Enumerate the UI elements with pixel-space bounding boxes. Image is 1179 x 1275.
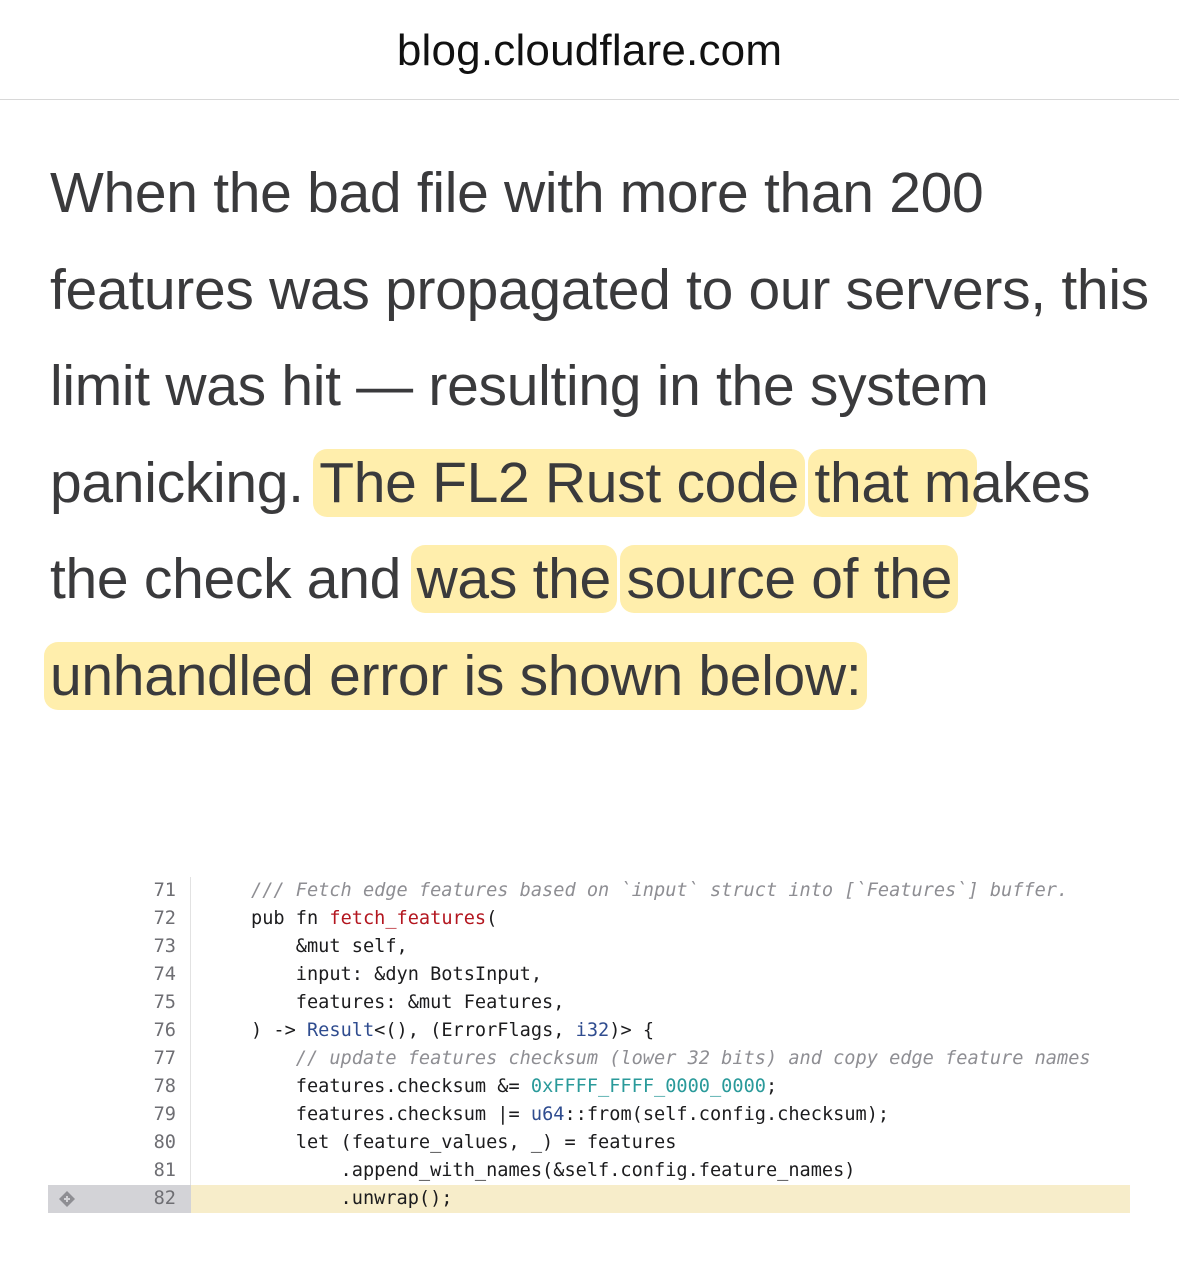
code-line: 71 /// Fetch edge features based on `inpu… xyxy=(48,877,1130,905)
code-line: 79 features.checksum |= u64::from(self.c… xyxy=(48,1101,1130,1129)
code-token-fn: fetch_features xyxy=(329,908,487,929)
code-text: features: &mut Features, xyxy=(191,989,1130,1017)
code-line: 82 .unwrap(); xyxy=(48,1185,1130,1213)
code-token-plain: ; xyxy=(765,1076,778,1097)
code-token-plain: <(), (ErrorFlags, xyxy=(374,1020,576,1041)
code-token-plain: ( xyxy=(486,908,498,929)
gutter-divider xyxy=(190,961,191,989)
gutter-divider xyxy=(190,933,191,961)
code-line: 81 .append_with_names(&self.config.featu… xyxy=(48,1157,1130,1185)
code-text: .append_with_names(&self.config.feature_… xyxy=(191,1157,1130,1185)
code-token-plain: let (feature_values, _) = features xyxy=(251,1132,677,1153)
address-bar[interactable]: blog.cloudflare.com xyxy=(0,0,1179,100)
code-text: let (feature_values, _) = features xyxy=(191,1129,1130,1157)
line-number: 82 xyxy=(153,1188,176,1209)
code-token-num: 0xFFFF_FFFF_0000_0000 xyxy=(530,1076,766,1097)
line-gutter[interactable]: 82 xyxy=(48,1185,190,1213)
line-number: 81 xyxy=(153,1160,176,1181)
code-token-type: u64 xyxy=(530,1104,565,1125)
code-token-com: // update features checksum (lower 32 bi… xyxy=(251,1048,1091,1069)
line-number: 72 xyxy=(153,908,176,929)
code-line: 72 pub fn fetch_features( xyxy=(48,905,1130,933)
code-text: // update features checksum (lower 32 bi… xyxy=(191,1045,1130,1073)
code-token-type: Result xyxy=(306,1020,375,1041)
code-token-plain: .append_with_names(&self.config.feature_… xyxy=(251,1160,856,1181)
code-text: input: &dyn BotsInput, xyxy=(191,961,1130,989)
highlight: was the xyxy=(410,545,617,613)
line-gutter[interactable]: 73 xyxy=(48,933,190,961)
line-gutter[interactable]: 78 xyxy=(48,1073,190,1101)
code-text: /// Fetch edge features based on `input`… xyxy=(191,877,1130,905)
line-number: 74 xyxy=(153,964,176,985)
line-gutter[interactable]: 72 xyxy=(48,905,190,933)
code-token-plain: features.checksum &= xyxy=(251,1076,531,1097)
code-line: 75 features: &mut Features, xyxy=(48,989,1130,1017)
gutter-divider xyxy=(190,1017,191,1045)
line-number: 79 xyxy=(153,1104,176,1125)
line-gutter[interactable]: 80 xyxy=(48,1129,190,1157)
line-number: 77 xyxy=(153,1048,176,1069)
line-gutter[interactable]: 74 xyxy=(48,961,190,989)
code-token-kw: pub fn xyxy=(251,908,330,929)
line-gutter[interactable]: 81 xyxy=(48,1157,190,1185)
code-text: &mut self, xyxy=(191,933,1130,961)
gutter-divider xyxy=(190,989,191,1017)
code-token-plain: &mut self, xyxy=(251,936,408,957)
code-line: 80 let (feature_values, _) = features xyxy=(48,1129,1130,1157)
code-line: 78 features.checksum &= 0xFFFF_FFFF_0000… xyxy=(48,1073,1130,1101)
code-text: features.checksum |= u64::from(self.conf… xyxy=(191,1101,1130,1129)
gutter-divider xyxy=(190,1185,191,1213)
code-text: pub fn fetch_features( xyxy=(191,905,1130,933)
code-token-plain: ) -> xyxy=(251,1020,307,1041)
gutter-divider xyxy=(190,1045,191,1073)
gutter-divider xyxy=(190,905,191,933)
line-gutter[interactable]: 71 xyxy=(48,877,190,905)
code-token-plain: features: &mut Features, xyxy=(251,992,565,1013)
code-token-type: i32 xyxy=(575,1020,610,1041)
code-token-plain: input: &dyn BotsInput, xyxy=(251,964,543,985)
line-gutter[interactable]: 75 xyxy=(48,989,190,1017)
line-number: 78 xyxy=(153,1076,176,1097)
code-text: ) -> Result<(), (ErrorFlags, i32)> { xyxy=(191,1017,1130,1045)
code-line: 74 input: &dyn BotsInput, xyxy=(48,961,1130,989)
code-token-plain: features.checksum |= xyxy=(251,1104,531,1125)
line-number: 80 xyxy=(153,1132,176,1153)
highlight: that m xyxy=(808,448,978,517)
gutter-divider xyxy=(190,877,191,905)
gutter-divider xyxy=(190,1157,191,1185)
paragraph-text: When the bad file with more than 200 fea… xyxy=(50,161,1149,515)
line-number: 73 xyxy=(153,936,176,957)
line-number: 76 xyxy=(153,1020,176,1041)
code-text: .unwrap(); xyxy=(191,1185,1130,1213)
gutter-divider xyxy=(190,1101,191,1129)
code-line: 76 ) -> Result<(), (ErrorFlags, i32)> { xyxy=(48,1017,1130,1045)
code-token-plain: .unwrap(); xyxy=(251,1188,453,1209)
url-text: blog.cloudflare.com xyxy=(396,25,783,75)
code-line: 77 // update features checksum (lower 32… xyxy=(48,1045,1130,1073)
code-token-com: /// Fetch edge features based on `input`… xyxy=(251,880,1069,901)
gutter-divider xyxy=(190,1129,191,1157)
line-gutter[interactable]: 77 xyxy=(48,1045,190,1073)
code-line: 73 &mut self, xyxy=(48,933,1130,961)
article-paragraph: When the bad file with more than 200 fea… xyxy=(44,145,1150,724)
code-token-plain: ::from(self.config.checksum); xyxy=(564,1104,890,1125)
breakpoint-icon[interactable] xyxy=(58,1190,76,1208)
line-gutter[interactable]: 79 xyxy=(48,1101,190,1129)
line-number: 75 xyxy=(153,992,176,1013)
code-text: features.checksum &= 0xFFFF_FFFF_0000_00… xyxy=(191,1073,1130,1101)
gutter-divider xyxy=(190,1073,191,1101)
highlight: The FL2 Rust code xyxy=(313,448,805,517)
code-token-plain: )> { xyxy=(609,1020,655,1041)
line-number: 71 xyxy=(153,880,176,901)
line-gutter[interactable]: 76 xyxy=(48,1017,190,1045)
paragraph-text: akes the check and xyxy=(50,450,1091,612)
code-block: 71 /// Fetch edge features based on `inpu… xyxy=(48,877,1130,1213)
